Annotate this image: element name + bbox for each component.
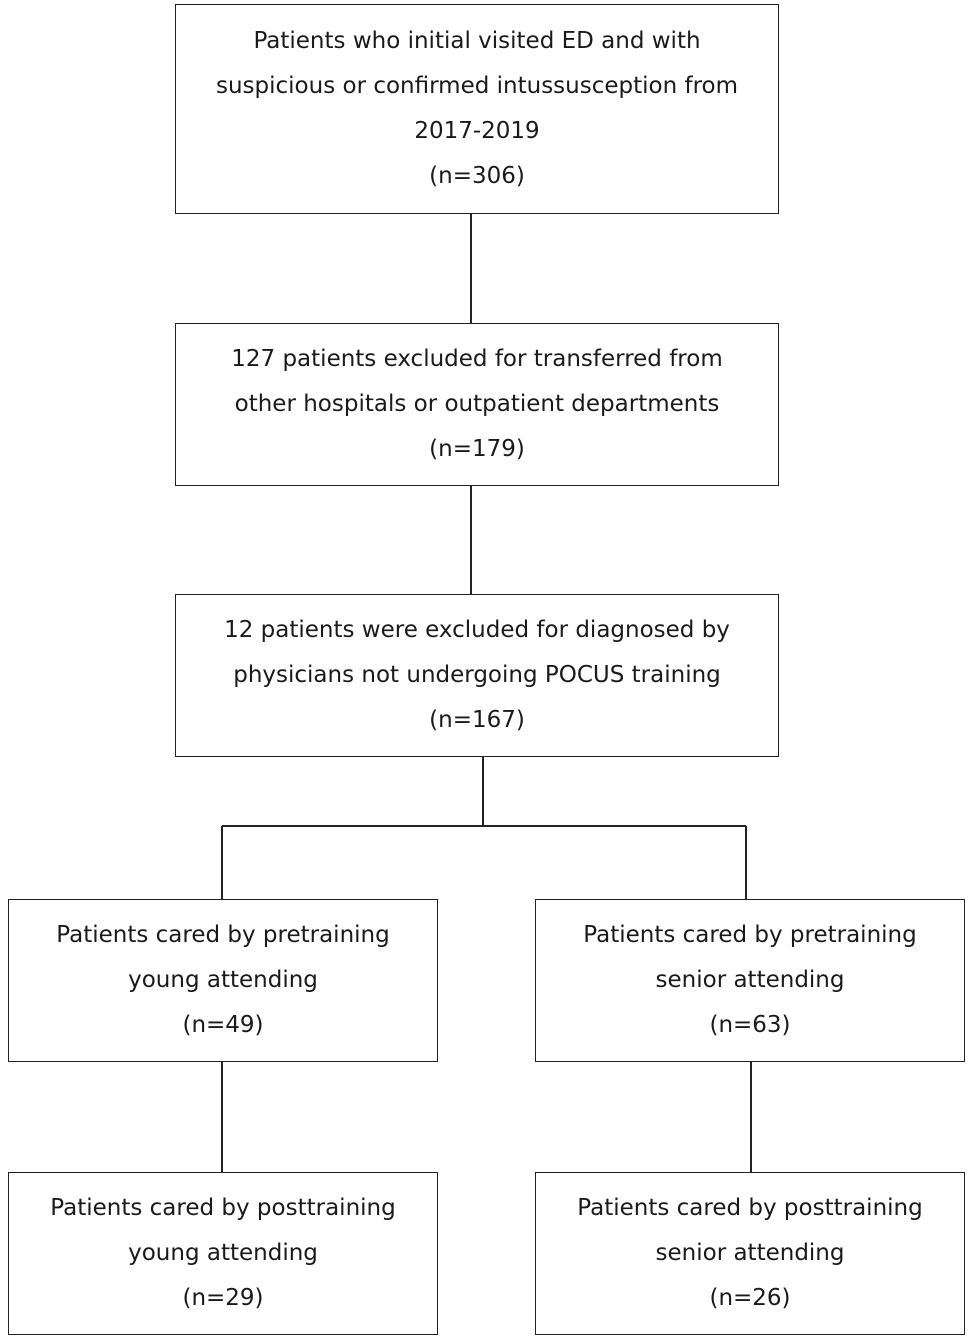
box-pre-senior-line-2: senior attending xyxy=(655,967,845,993)
box-pre-senior-count: (n=63) xyxy=(709,1012,791,1038)
box-post-young-line-1: Patients cared by posttraining xyxy=(50,1195,396,1221)
box-pre-young-count: (n=49) xyxy=(182,1012,264,1038)
box-initial-count: (n=306) xyxy=(429,163,525,189)
box-post-young-count: (n=29) xyxy=(182,1285,264,1311)
box-initial-line-1: Patients who initial visited ED and with xyxy=(253,28,701,54)
box-pre-young-line-2: young attending xyxy=(128,967,318,993)
box-transferred-count: (n=179) xyxy=(429,436,525,462)
box-transferred-line-2: other hospitals or outpatient department… xyxy=(234,391,720,417)
box-pretraining-senior: Patients cared by pretraining senior att… xyxy=(535,899,965,1062)
box-excluded-untrained: 12 patients were excluded for diagnosed … xyxy=(175,594,779,757)
box-pre-senior-line-1: Patients cared by pretraining xyxy=(583,922,917,948)
box-pretraining-young: Patients cared by pretraining young atte… xyxy=(8,899,438,1062)
box-initial-line-3: 2017-2019 xyxy=(414,118,540,144)
box-initial-line-2: suspicious or confirmed intussusception … xyxy=(215,73,739,99)
box-pre-young-line-1: Patients cared by pretraining xyxy=(56,922,390,948)
box-untrained-count: (n=167) xyxy=(429,707,525,733)
box-untrained-line-1: 12 patients were excluded for diagnosed … xyxy=(224,617,730,643)
box-post-senior-line-2: senior attending xyxy=(655,1240,845,1266)
box-posttraining-young: Patients cared by posttraining young att… xyxy=(8,1172,438,1335)
box-post-young-line-2: young attending xyxy=(128,1240,318,1266)
box-transferred-line-1: 127 patients excluded for transferred fr… xyxy=(231,346,723,372)
box-post-senior-line-1: Patients cared by posttraining xyxy=(577,1195,923,1221)
box-post-senior-count: (n=26) xyxy=(709,1285,791,1311)
box-untrained-line-2: physicians not undergoing POCUS training xyxy=(233,662,721,688)
box-initial-patients: Patients who initial visited ED and with… xyxy=(175,4,779,214)
box-posttraining-senior: Patients cared by posttraining senior at… xyxy=(535,1172,965,1335)
box-excluded-transferred: 127 patients excluded for transferred fr… xyxy=(175,323,779,486)
